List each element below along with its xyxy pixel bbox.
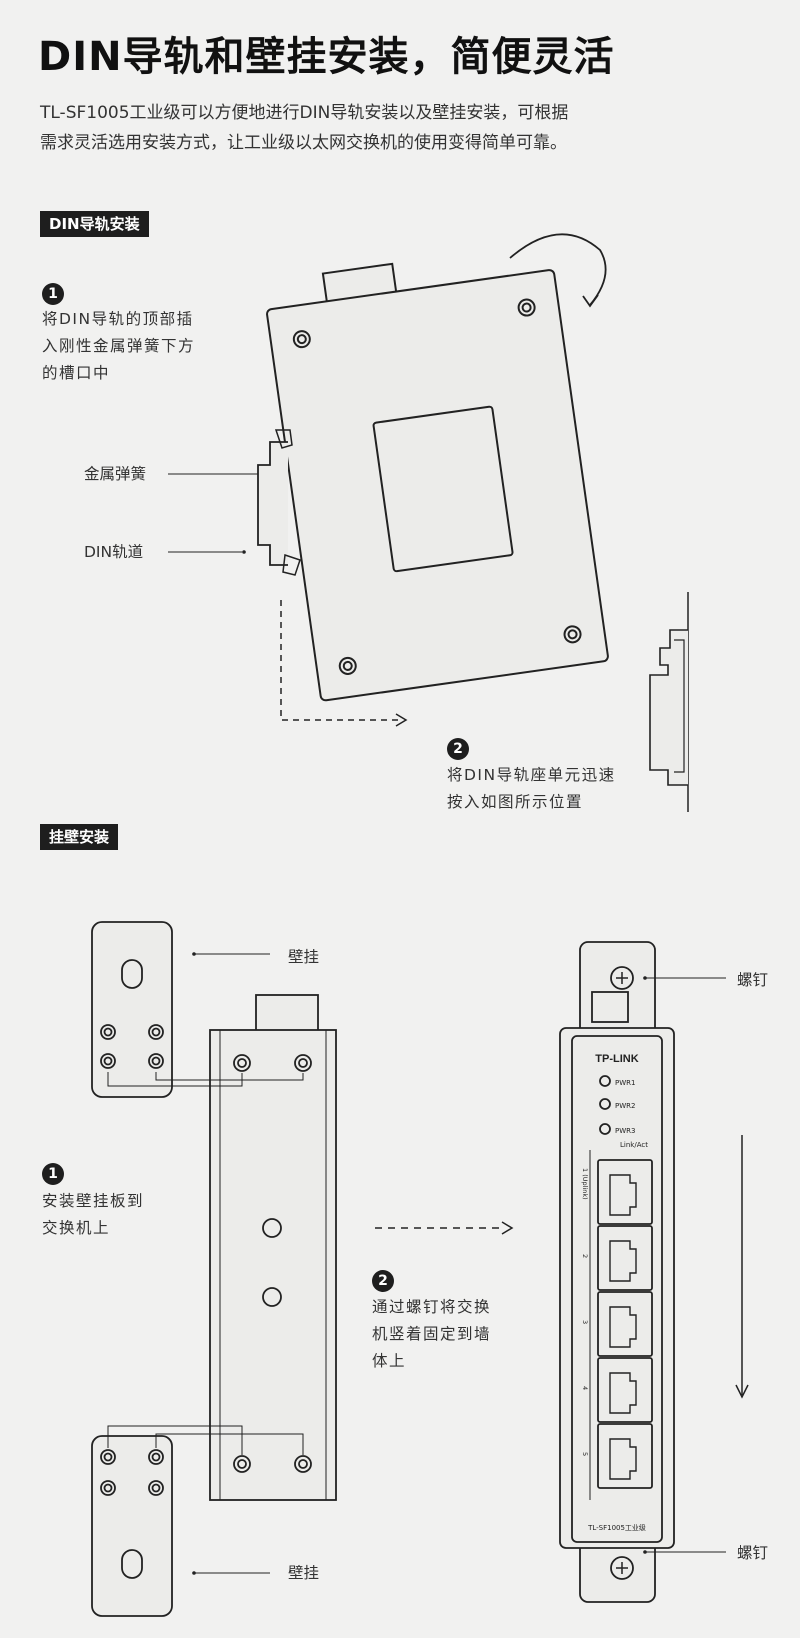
led-icon: [599, 1098, 611, 1110]
din-step1-text: 将DIN导轨的顶部插 入刚性金属弹簧下方 的槽口中: [42, 306, 195, 387]
wall-step2-line: 体上: [372, 1352, 407, 1370]
label-screw-bottom: 螺钉: [737, 1544, 769, 1562]
label-metal-spring: 金属弹簧: [84, 465, 147, 483]
device-brand-logo: TP-LINK: [595, 1053, 638, 1065]
rj45-port-icon: [597, 1423, 653, 1489]
port-label: 4: [581, 1386, 589, 1390]
din-section-tag: DIN导轨安装: [40, 211, 149, 237]
wall-step2-text: 通过螺钉将交换 机竖着固定到墙 体上: [372, 1294, 491, 1375]
device-model-label: TL-SF1005工业级: [587, 1523, 646, 1532]
din-step2-text: 将DIN导轨座单元迅速 按入如图所示位置: [447, 762, 616, 816]
page-title: DIN导轨和壁挂安装，简便灵活: [38, 34, 615, 80]
din-step2-line: 按入如图所示位置: [447, 793, 584, 811]
wall-step1-number: 1: [42, 1163, 64, 1185]
din-step1-line: 的槽口中: [42, 364, 111, 382]
label-screw-top: 螺钉: [737, 971, 769, 989]
wall-step1-line: 安装壁挂板到: [42, 1192, 145, 1210]
led-label: PWR1: [615, 1079, 635, 1087]
port-label: 2: [581, 1254, 589, 1258]
port-label: 5: [581, 1452, 589, 1456]
din-diagram: [168, 233, 689, 812]
intro-line: 需求灵活选用安装方式，让工业级以太网交换机的使用变得简单可靠。: [40, 133, 567, 153]
rj45-port-icon: [597, 1225, 653, 1291]
din-step1-line: 入刚性金属弹簧下方: [42, 337, 196, 355]
led-icon: [599, 1123, 611, 1135]
rj45-port-icon: [597, 1291, 653, 1357]
label-wallmount-bottom: 壁挂: [288, 1564, 320, 1582]
port-label: 1 (Uplink): [581, 1168, 589, 1200]
wall-section-tag: 挂壁安装: [40, 824, 119, 850]
link-act-label: Link/Act: [620, 1141, 648, 1149]
wallmount-plate-bottom: [91, 1435, 173, 1617]
label-wallmount-top: 壁挂: [288, 948, 320, 966]
din-step1-line: 将DIN导轨的顶部插: [42, 310, 194, 328]
wall-step2-line: 通过螺钉将交换: [372, 1298, 492, 1316]
keyhole-icon: [121, 1549, 143, 1579]
rj45-port-icon: [597, 1357, 653, 1423]
led-label: PWR2: [615, 1102, 635, 1110]
port-label: 3: [581, 1320, 589, 1324]
din-step2-line: 将DIN导轨座单元迅速: [447, 766, 616, 784]
intro-line: TL-SF1005工业级可以方便地进行DIN导轨安装以及壁挂安装，可根据: [40, 103, 569, 123]
led-label: PWR3: [615, 1127, 635, 1135]
switch-side: [209, 1029, 337, 1501]
din-step1-number: 1: [42, 283, 64, 305]
wallmount-plate-top: [91, 921, 173, 1098]
wall-step2-number: 2: [372, 1270, 394, 1292]
rotate-arrow-icon: [509, 233, 607, 306]
switch-tilted: [266, 262, 609, 702]
wall-step2-line: 机竖着固定到墙: [372, 1325, 492, 1343]
intro-paragraph: TL-SF1005工业级可以方便地进行DIN导轨安装以及壁挂安装，可根据 需求灵…: [40, 98, 760, 158]
rj45-port-icon: [597, 1159, 653, 1225]
led-icon: [599, 1075, 611, 1087]
din-step2-number: 2: [447, 738, 469, 760]
switch-front: [559, 1027, 675, 1549]
keyhole-icon: [121, 959, 143, 989]
label-din-rail: DIN轨道: [84, 543, 144, 561]
wall-step1-text: 安装壁挂板到 交换机上: [42, 1188, 144, 1242]
wall-step1-line: 交换机上: [42, 1219, 111, 1237]
